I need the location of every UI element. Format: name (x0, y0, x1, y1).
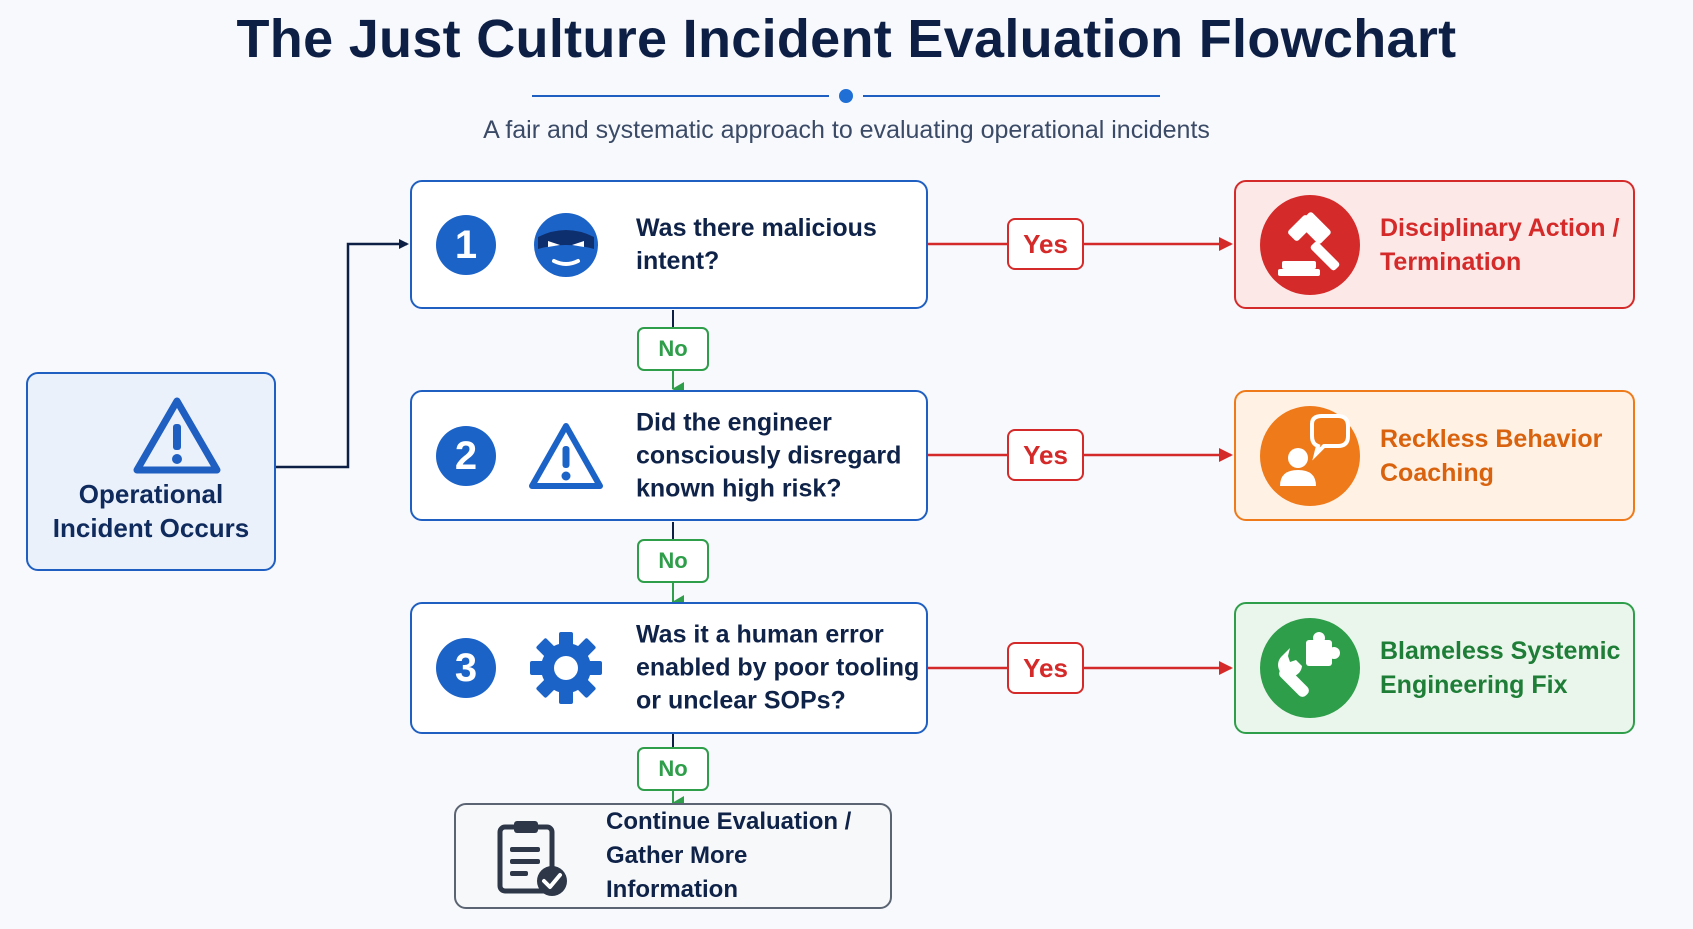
question-node-1: 1 Was there malicious intent? (410, 180, 928, 309)
question-node-2: 2 Did the engineer consciously disregard… (410, 390, 928, 521)
end-node: Continue Evaluation / Gather More Inform… (454, 803, 892, 909)
title-divider-dot (839, 89, 853, 103)
no-label-3: No (637, 747, 709, 791)
start-node: Operational Incident Occurs (26, 372, 276, 571)
gavel-icon (1278, 211, 1340, 276)
end-text: Continue Evaluation / Gather More Inform… (606, 808, 852, 903)
clipboard-check-icon (494, 817, 574, 904)
outcome-text: Blameless Systemic Engineering Fix (1380, 637, 1621, 699)
warning-icon (132, 396, 222, 481)
page-subtitle: A fair and systematic approach to evalua… (483, 116, 1210, 144)
question-node-3: 3 Was it a human error enabled by poor t… (410, 602, 928, 734)
step-number-badge: 2 (436, 425, 496, 486)
page-title: The Just Culture Incident Evaluation Flo… (236, 9, 1457, 69)
outcome-text: Disciplinary Action / Termination (1380, 213, 1620, 276)
connector-start-to-q1 (276, 239, 409, 469)
start-label: Operational Incident Occurs (52, 479, 250, 543)
question-text: Was it a human error enabled by poor too… (636, 620, 920, 715)
outcome-icon-circle (1260, 405, 1360, 506)
warning-icon (528, 418, 604, 494)
person-speech-icon (1280, 413, 1350, 486)
title-rule-right (863, 95, 1160, 97)
yes-label-3: Yes (1007, 642, 1084, 694)
masked-face-icon (528, 207, 604, 283)
no-label-2: No (637, 539, 709, 583)
question-text: Did the engineer consciously disregard k… (636, 408, 902, 502)
outcome-icon-circle (1260, 194, 1360, 295)
wrench-puzzle-icon (1278, 632, 1340, 697)
title-rule-left (532, 95, 829, 97)
outcome-node-systemic-fix: Blameless Systemic Engineering Fix (1234, 602, 1635, 734)
step-number-badge: 3 (436, 638, 496, 698)
outcome-text: Reckless Behavior Coaching (1380, 424, 1603, 487)
step-number-badge: 1 (436, 214, 496, 275)
no-label-1: No (637, 327, 709, 371)
yes-label-2: Yes (1007, 429, 1084, 481)
yes-label-1: Yes (1007, 218, 1084, 270)
question-text: Was there malicious intent? (636, 213, 877, 275)
outcome-node-coaching: Reckless Behavior Coaching (1234, 390, 1635, 521)
outcome-icon-circle (1260, 618, 1360, 718)
outcome-node-disciplinary: Disciplinary Action / Termination (1234, 180, 1635, 309)
gear-icon (528, 630, 604, 706)
